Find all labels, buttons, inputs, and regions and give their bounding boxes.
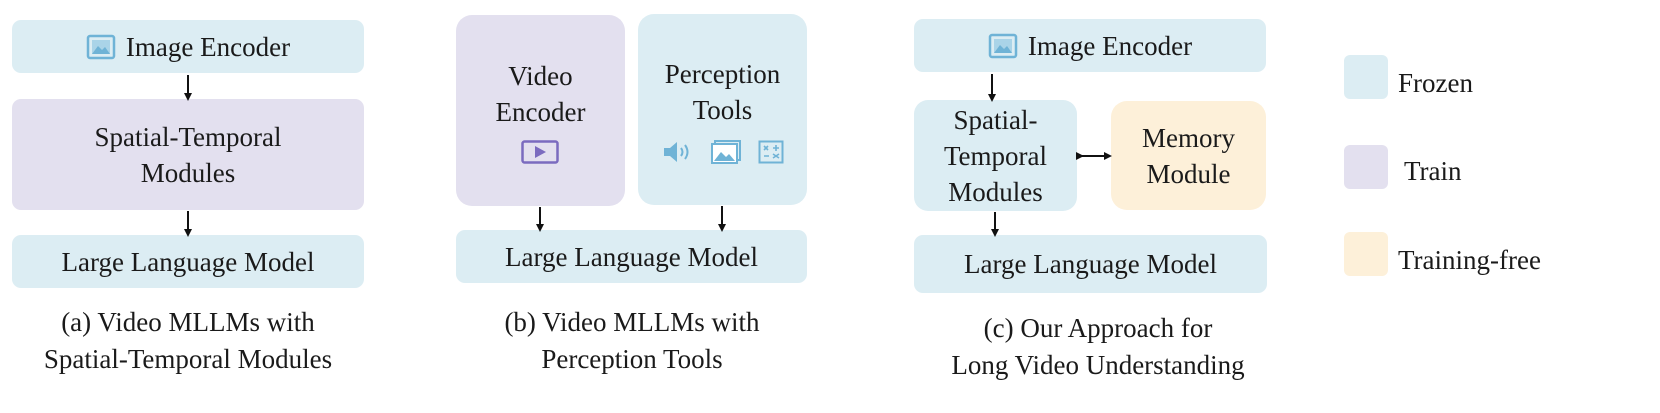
- a-st-line2: Modules: [140, 157, 236, 188]
- legend-train-label: Train: [1404, 156, 1462, 186]
- b-caption: (b) Video MLLMs with Perception Tools: [444, 304, 820, 378]
- a-spatial-temporal-box: Spatial-Temporal Modules: [12, 99, 364, 210]
- play-icon: [521, 139, 560, 164]
- c-llm-label: Large Language Model: [964, 249, 1217, 279]
- b-pt-line1: Perception: [664, 58, 781, 89]
- legend-training-free-swatch: [1344, 232, 1388, 276]
- c-spatial-temporal-box: Spatial- Temporal Modules: [914, 100, 1077, 211]
- b-llm-box: Large Language Model: [456, 230, 807, 283]
- a-caption-line2: Spatial-Temporal Modules: [43, 344, 333, 374]
- c-st-line2: Temporal: [943, 140, 1048, 171]
- b-caption-line1: (b) Video MLLMs with: [504, 307, 760, 337]
- c-st-line1: Spatial-: [953, 104, 1038, 135]
- c-st-line3: Modules: [948, 176, 1043, 207]
- b-pt-line2: Tools: [692, 94, 753, 125]
- c-mem-line1: Memory: [1142, 122, 1235, 153]
- b-perception-tools-box: Perception Tools: [638, 14, 807, 205]
- b-ve-line2: Encoder: [495, 96, 586, 127]
- legend-training-free-label: Training-free: [1398, 245, 1541, 275]
- a-llm-box: Large Language Model: [12, 235, 364, 288]
- b-caption-line2: Perception Tools: [541, 344, 723, 374]
- b-llm-label: Large Language Model: [505, 241, 758, 272]
- image-icon: [86, 34, 116, 59]
- a-image-encoder-label: Image Encoder: [125, 31, 291, 62]
- b-video-encoder-box: Video Encoder: [456, 15, 625, 206]
- a-st-line1: Spatial-Temporal: [94, 121, 282, 152]
- legend-frozen-label: Frozen: [1398, 68, 1473, 98]
- a-llm-label: Large Language Model: [61, 246, 315, 277]
- c-llm-box: Large Language Model: [914, 235, 1267, 293]
- c-caption-line2: Long Video Understanding: [951, 350, 1245, 380]
- c-caption-line1: (c) Our Approach for: [983, 313, 1213, 343]
- a-image-encoder-box: Image Encoder: [12, 20, 364, 73]
- c-memory-module-box: Memory Module: [1111, 101, 1266, 210]
- c-image-encoder-box: Image Encoder: [914, 19, 1266, 72]
- formula-icon: [758, 140, 783, 163]
- image-icon: [988, 33, 1018, 58]
- a-caption-line1: (a) Video MLLMs with: [61, 307, 315, 337]
- c-mem-line2: Module: [1146, 158, 1231, 189]
- b-ve-line1: Video: [508, 60, 573, 91]
- c-image-encoder-label: Image Encoder: [1027, 30, 1193, 61]
- a-caption: (a) Video MLLMs with Spatial-Temporal Mo…: [0, 304, 376, 378]
- speaker-icon: [663, 141, 688, 162]
- c-caption: (c) Our Approach for Long Video Understa…: [910, 310, 1286, 384]
- picture-icon: [710, 139, 741, 164]
- legend-frozen-swatch: [1344, 55, 1388, 99]
- legend-train-swatch: [1344, 145, 1388, 189]
